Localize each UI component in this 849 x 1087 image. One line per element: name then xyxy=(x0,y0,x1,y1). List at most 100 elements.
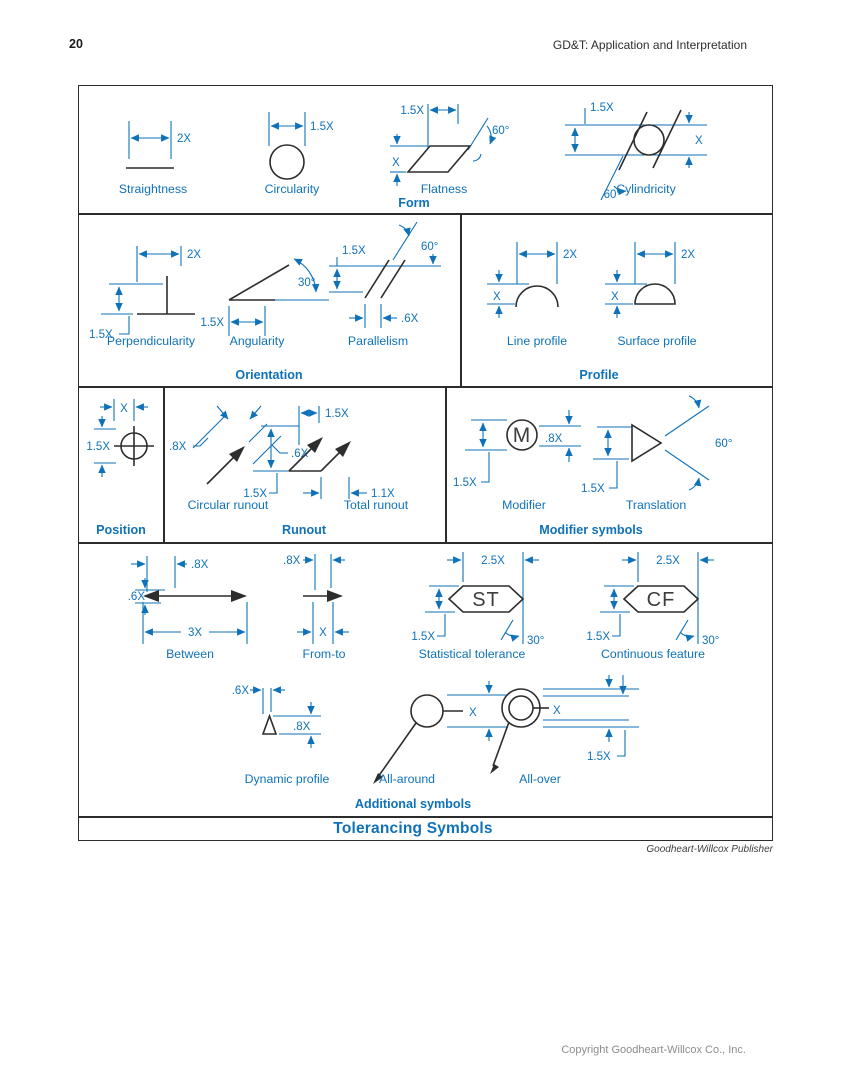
dim-label: 3X xyxy=(188,627,202,639)
statistical-tolerance-caption: Statistical tolerance xyxy=(418,647,526,661)
between-caption: Between xyxy=(166,647,214,661)
dim-label: 1.5X xyxy=(86,441,110,453)
dim-label: 1.5X xyxy=(325,408,349,420)
cylindricity-dimensions: 1.5X X 60° xyxy=(565,102,707,201)
dim-label: 60° xyxy=(421,241,438,253)
copyright-line: Copyright Goodheart-Willcox Co., Inc. xyxy=(561,1044,746,1056)
dim-label: .8X xyxy=(293,721,311,733)
cylindricity-symbol: 1.5X X 60° xyxy=(565,102,707,201)
circular-runout-symbol: .8X .6X xyxy=(169,405,309,485)
column-divider xyxy=(460,213,462,386)
straightness-symbol: 2X xyxy=(126,121,191,169)
continuous-dimensions: 2.5X 1.5X 30° xyxy=(586,552,719,647)
dim-label: X xyxy=(553,705,561,717)
all-around-dimensions: X xyxy=(447,681,507,741)
dynamic-profile-dimensions: .6X .8X xyxy=(232,685,321,748)
dim-label: .8X xyxy=(191,559,209,571)
orientation-section-title: Orientation xyxy=(235,368,303,382)
modifier-letter: M xyxy=(513,424,532,447)
dim-label: 1.5X xyxy=(453,477,477,489)
circular-runout-arrow xyxy=(206,446,245,485)
dim-label: .8X xyxy=(169,441,187,453)
statistical-tolerance-symbol: 2.5X 1.5X 30° ST xyxy=(411,552,544,647)
dim-label: 1.5X xyxy=(342,245,366,257)
position-shape xyxy=(114,426,154,466)
modifier-symbol: 1.5X .8X M xyxy=(453,410,581,489)
modifier-caption: Modifier xyxy=(502,498,546,512)
translation-caption: Translation xyxy=(625,498,687,512)
form-section-title: Form xyxy=(398,196,430,210)
dim-label: X xyxy=(493,291,501,303)
all-around-shape xyxy=(373,694,463,784)
dim-label: 30° xyxy=(702,635,719,647)
publisher-credit: Goodheart-Willcox Publisher xyxy=(646,844,773,855)
total-runout-caption: Total runout xyxy=(343,498,409,512)
between-dimensions: .8X .6X 3X xyxy=(128,556,248,644)
all-over-symbol: X 1.5X xyxy=(490,675,639,774)
line-profile-symbol: 2X X xyxy=(487,242,577,318)
page-number: 20 xyxy=(69,37,83,51)
parallelism-dimensions: 1.5X 60° .6X xyxy=(329,221,441,328)
continuous-feature-symbol: 2.5X 1.5X 30° CF xyxy=(586,552,719,647)
runout-section-title: Runout xyxy=(281,523,327,537)
dim-label: 2X xyxy=(681,249,695,261)
all-over-dimensions: X 1.5X xyxy=(543,675,639,763)
perpendicularity-symbol: 2X 1.5X xyxy=(89,246,201,341)
dynamic-profile-triangle xyxy=(261,713,278,735)
perpendicularity-shape xyxy=(137,276,195,315)
dim-label: 60° xyxy=(492,125,509,137)
modifier-symbols-section-title: Modifier symbols xyxy=(539,523,643,537)
dim-label: .6X xyxy=(401,313,419,325)
dim-label: 2X xyxy=(187,249,201,261)
dim-label: 1.5X xyxy=(400,105,424,117)
translation-triangle xyxy=(631,423,663,463)
dim-label: 30° xyxy=(298,277,315,289)
total-runout-dimensions: 1.5X 1.5X 1.1X xyxy=(243,406,395,500)
dim-label: 1.5X xyxy=(590,102,614,114)
circularity-dimensions: 1.5X xyxy=(268,112,334,146)
dim-label: 60° xyxy=(715,438,732,450)
surface-profile-dimensions: 2X X xyxy=(605,242,695,318)
position-symbol: X 1.5X xyxy=(86,399,154,477)
translation-symbol: 1.5X 60° xyxy=(581,395,732,495)
dim-label: 1.5X xyxy=(89,329,113,341)
line-profile-arc xyxy=(515,285,559,308)
additional-symbols-section-title: Additional symbols xyxy=(354,797,472,811)
dim-label: X xyxy=(611,291,619,303)
dim-label: 30° xyxy=(527,635,544,647)
circularity-circle xyxy=(269,144,305,180)
circularity-symbol: 1.5X xyxy=(268,112,334,180)
circular-runout-caption: Circular runout xyxy=(187,498,269,512)
cylindricity-shape xyxy=(618,109,682,171)
dynamic-profile-symbol: .6X .8X xyxy=(232,685,321,748)
parallelism-symbol: 1.5X 60° .6X xyxy=(329,221,441,328)
dim-label: 1.5X xyxy=(587,751,611,763)
continuous-letters: CF xyxy=(647,589,676,611)
dim-label: 1.5X xyxy=(200,317,224,329)
dim-label: X xyxy=(120,403,128,415)
tolerancing-symbols-figure: 2X 1.5X 1.5X 60° X 1.5X xyxy=(78,85,773,841)
row-divider xyxy=(79,542,772,544)
statistical-shape: ST xyxy=(447,585,525,613)
dim-label: .6X xyxy=(232,685,250,697)
line-profile-dimensions: 2X X xyxy=(487,242,577,318)
figure-title: Tolerancing Symbols xyxy=(333,820,493,837)
surface-profile-caption: Surface profile xyxy=(617,334,697,348)
surface-profile-symbol: 2X X xyxy=(605,242,695,318)
between-symbol: .8X .6X 3X xyxy=(128,556,248,644)
angularity-shape xyxy=(228,264,290,301)
parallelism-caption: Parallelism xyxy=(347,334,409,348)
between-arrow xyxy=(143,590,247,602)
modifier-shape: M xyxy=(506,419,538,451)
line-profile-caption: Line profile xyxy=(506,334,568,348)
continuous-shape: CF xyxy=(622,585,700,613)
flatness-parallelogram xyxy=(406,145,472,173)
dim-label: 1.5X xyxy=(586,631,610,643)
row-divider xyxy=(79,386,772,388)
all-around-caption: All-around xyxy=(378,772,436,786)
dim-label: .6X xyxy=(291,448,309,460)
flatness-caption: Flatness xyxy=(420,182,468,196)
from-to-symbol: .8X X xyxy=(283,554,349,644)
profile-section-title: Profile xyxy=(579,368,619,382)
